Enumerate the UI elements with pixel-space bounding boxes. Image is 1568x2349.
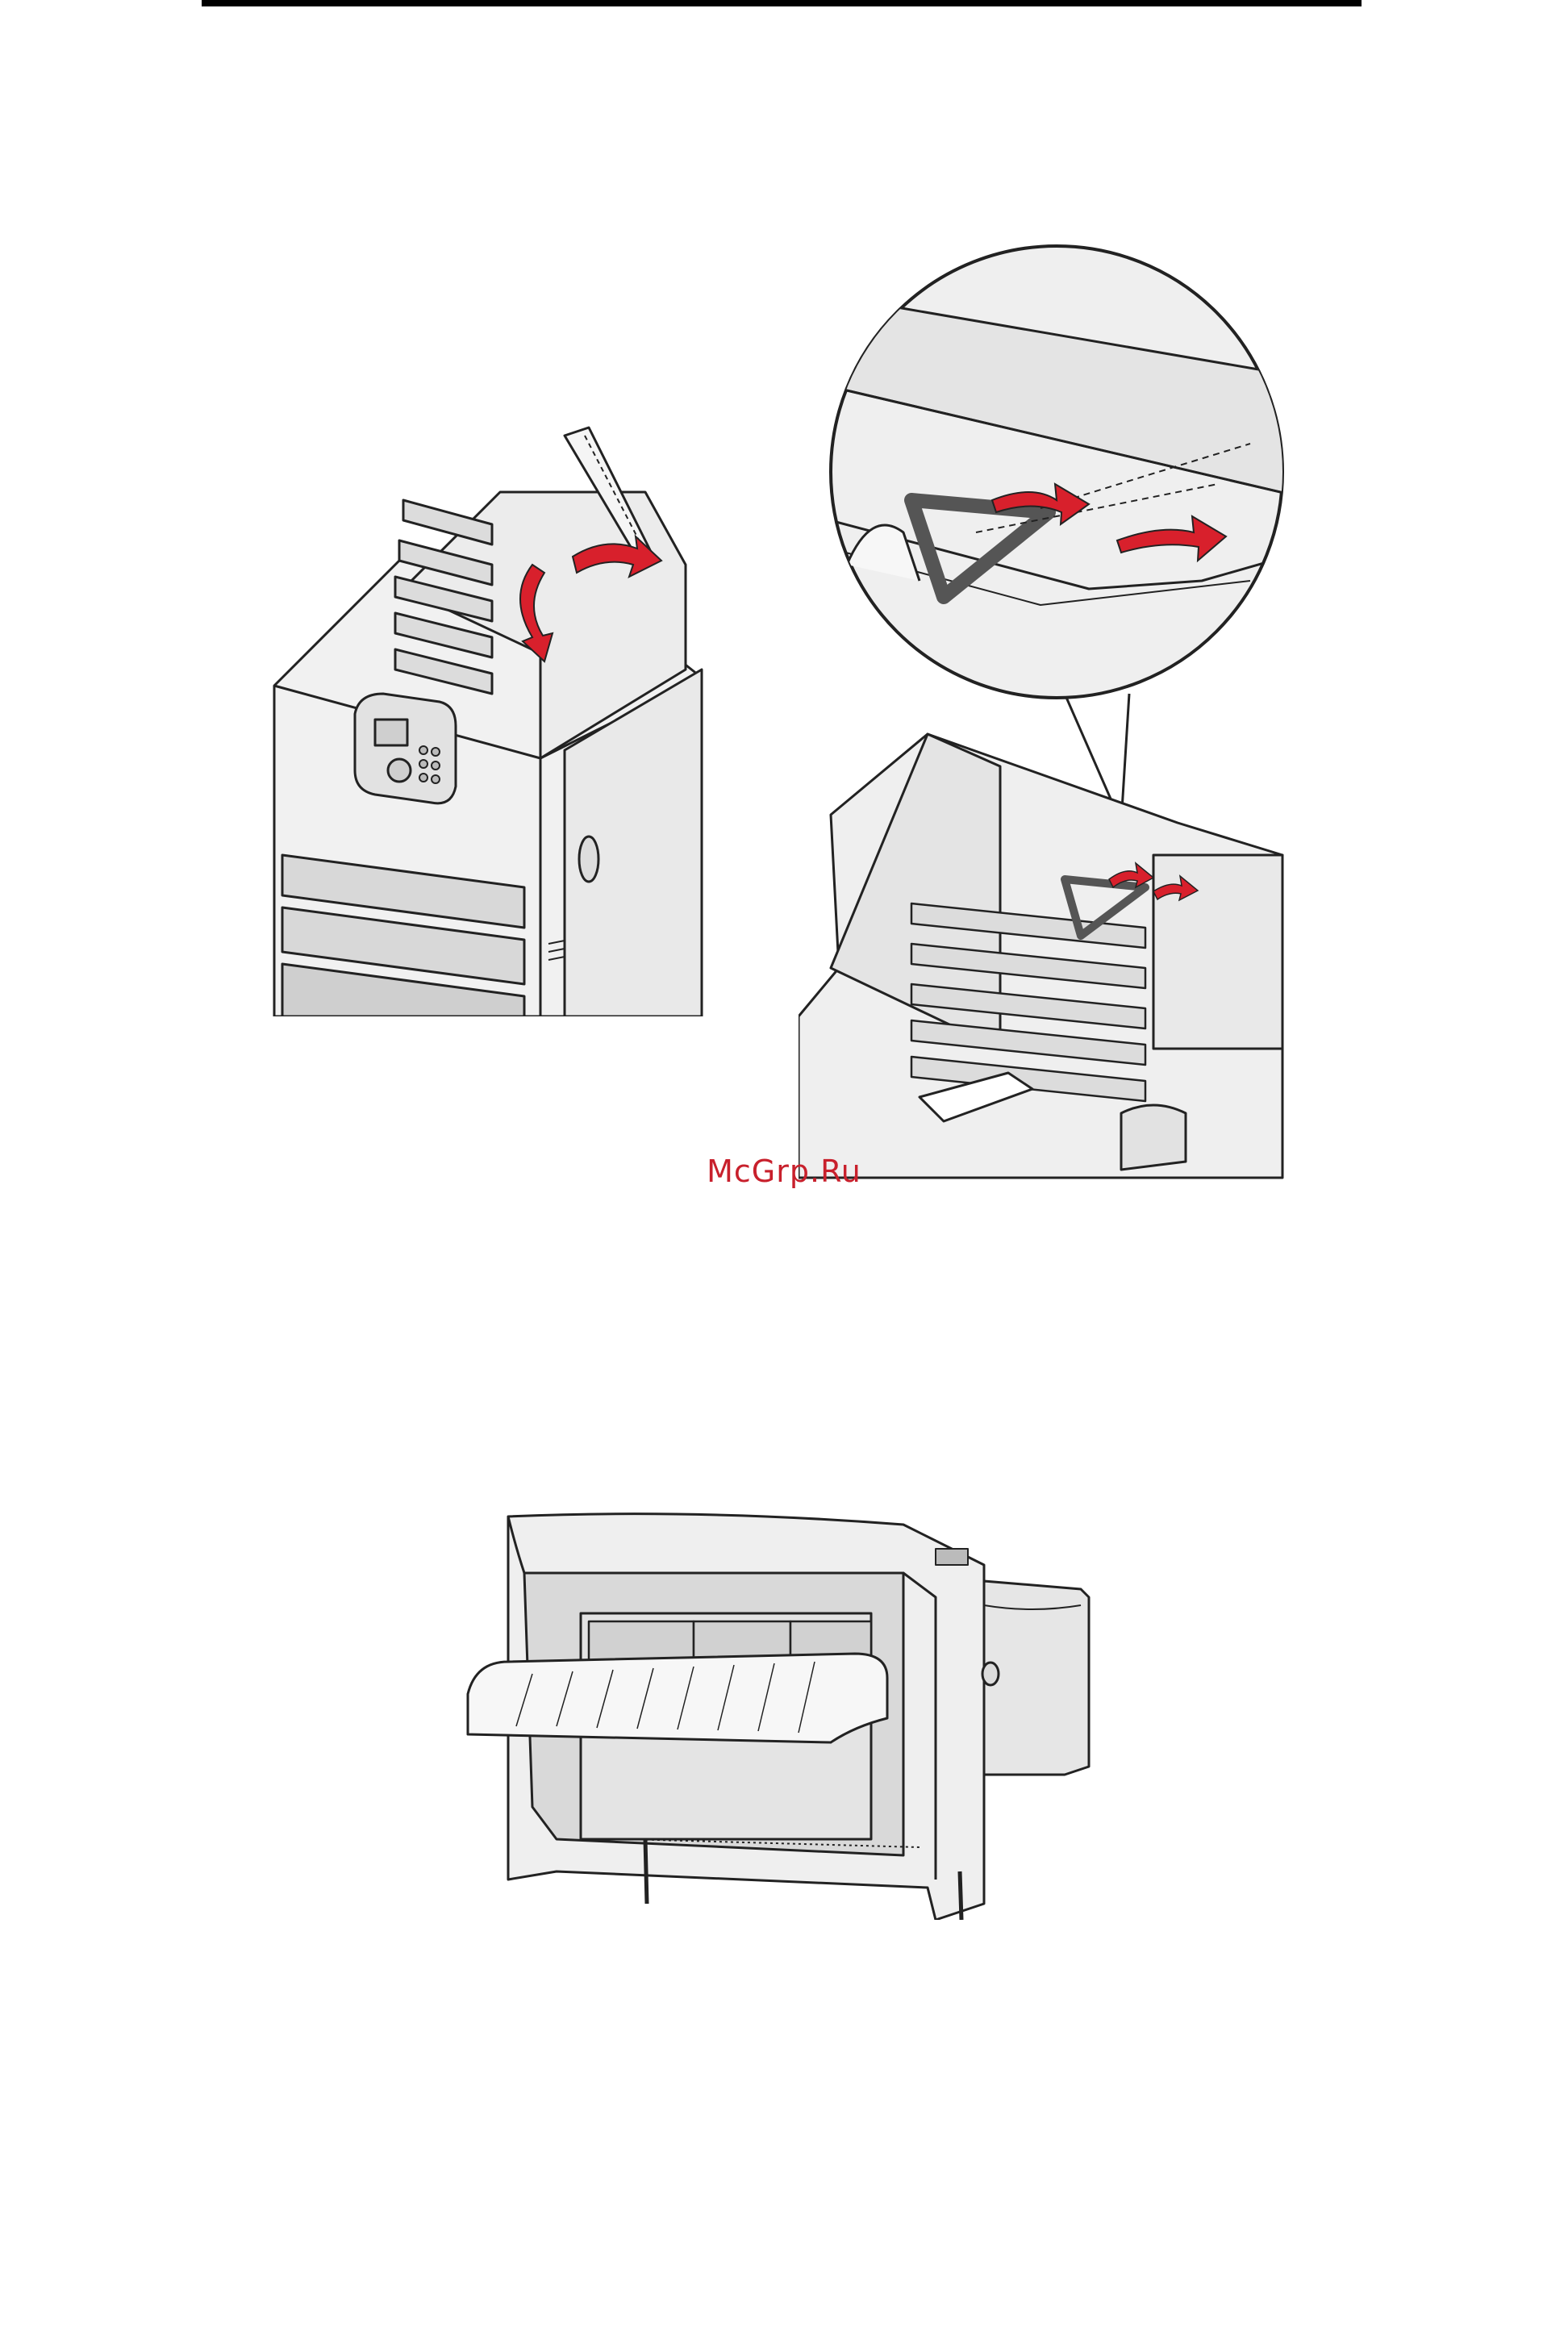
mailbox-detail-illustration (799, 242, 1315, 1194)
printer-icon (266, 403, 718, 1016)
header-rule (202, 0, 1362, 6)
magnifier-callout-icon (799, 242, 1315, 1194)
finisher-icon (452, 1500, 1105, 1920)
finisher-illustration (452, 1500, 1105, 1920)
watermark: McGrp.Ru (0, 1154, 1568, 1189)
printer-illustration (266, 403, 718, 1016)
